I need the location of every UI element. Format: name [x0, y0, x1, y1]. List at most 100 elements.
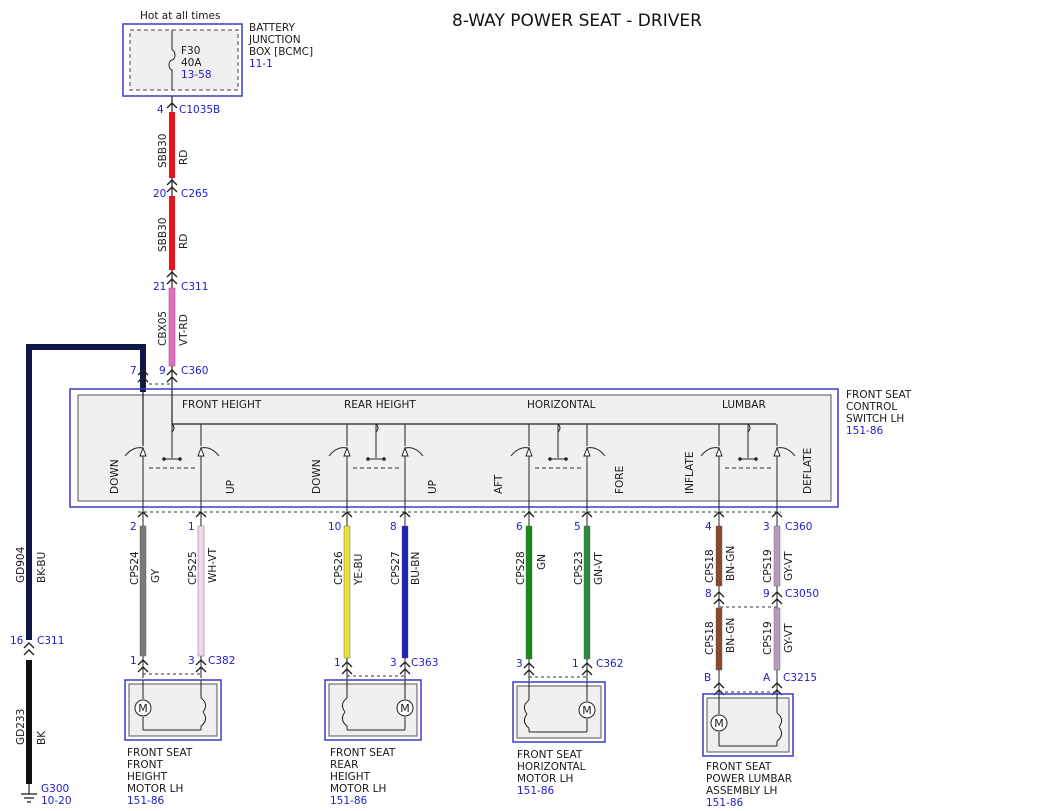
circuit-w0: CPS24: [129, 551, 141, 585]
end-pin-w5: 1: [572, 658, 579, 670]
motor-m-label: M: [400, 702, 410, 715]
c3050-label: C3050: [785, 588, 819, 600]
motor-brush: [341, 697, 348, 727]
motor-m-label: M: [582, 704, 592, 717]
wire-sbb30-upper: [169, 112, 175, 178]
c360-label-lower: C360: [785, 521, 812, 533]
switch-name-line3: SWITCH LH: [846, 413, 904, 425]
motor-brush: [200, 697, 207, 727]
dir-rear-up: UP: [427, 480, 439, 494]
c311-pin-16: 16: [10, 635, 24, 647]
dir-front-up: UP: [225, 480, 237, 494]
motor1-name-line2: FRONT: [127, 759, 163, 771]
color-w7: GY-VT: [783, 551, 795, 581]
switch-name-line2: CONTROL: [846, 401, 897, 413]
connector-chevron: [399, 668, 411, 675]
motor3-ref: 151-86: [517, 785, 555, 797]
battery-junction-box: Hot at all times F30 40A 13-58 BATTERY J…: [122, 10, 313, 97]
pin-w4: 6: [516, 521, 523, 533]
gd233-circuit: GD233: [15, 709, 27, 745]
connector-chevron: [771, 682, 783, 689]
bjb-name-line1: BATTERY: [249, 22, 295, 34]
end-pin-w3: 3: [390, 657, 397, 669]
feed-circuit: 4 C1035B SBB30 RD 20 C265 SBB30 RD 21 C3…: [130, 96, 220, 392]
motor3-name-line3: MOTOR LH: [517, 773, 573, 785]
switch-common-hook: [747, 423, 751, 433]
wire-cps18-upper: [715, 525, 723, 587]
motor2-name-line4: MOTOR LH: [330, 783, 386, 795]
motor1-name-line3: HEIGHT: [127, 771, 168, 783]
wire-cps27: [401, 525, 409, 659]
connector-chevron: [523, 662, 535, 669]
mid-pin-w6: 8: [705, 588, 712, 600]
motor-icon: [710, 714, 728, 732]
end-pin-w4: 3: [516, 658, 523, 670]
pin-w5: 5: [574, 521, 581, 533]
diagram-title: 8-WAY POWER SEAT - DRIVER: [452, 11, 702, 31]
connector-chevron: [399, 661, 411, 668]
wire-cps19-upper: [773, 525, 781, 587]
bjb-name-line3: BOX [BCMC]: [249, 46, 313, 58]
connector-chevron: [341, 668, 353, 675]
g300-ref: 10-20: [41, 795, 72, 807]
sbb30-lower-circuit: SBB30: [157, 218, 169, 252]
motor2-name-line3: HEIGHT: [330, 771, 371, 783]
dir-inflate: INFLATE: [684, 452, 696, 495]
color-w2: YE-BU: [353, 554, 365, 586]
circuit-w3: CPS27: [390, 551, 402, 585]
fuse-rating: 40A: [181, 57, 202, 69]
motor2-name-line1: FRONT SEAT: [330, 747, 396, 759]
motor4-ref: 151-86: [706, 797, 744, 809]
ground-circuit: GD904 BK-BU 16 C311 GD233 BK G300 10-20: [10, 344, 149, 807]
wire-cps19-lower: [773, 607, 781, 671]
dir-front-down: DOWN: [109, 459, 121, 494]
end-pin-w2: 1: [334, 657, 341, 669]
switch-arm: [328, 447, 348, 457]
motor-outer-box: [324, 679, 422, 741]
switch-arm: [124, 447, 144, 457]
connector-chevron: [581, 669, 593, 676]
dir-aft: AFT: [493, 474, 505, 494]
motor-outer-box: [702, 693, 794, 757]
color-w5: GN-VT: [593, 552, 605, 585]
wire-cps18-lower: [715, 607, 723, 671]
c360-pin-7: 7: [130, 365, 137, 377]
color-w6: BN-GN: [725, 546, 737, 581]
circuit-w2: CPS26: [333, 551, 345, 585]
pin-w1: 1: [188, 521, 195, 533]
wire-gd233: [26, 660, 32, 784]
c311-label-upper: C311: [181, 281, 208, 293]
motor1-name-line4: MOTOR LH: [127, 783, 183, 795]
color-w3: BU-BN: [410, 552, 422, 585]
c363-label: C363: [411, 657, 438, 669]
connector-chevron: [195, 659, 207, 666]
motor-icon: [578, 701, 596, 719]
connector-chevron: [137, 666, 149, 673]
section-lumbar: LUMBAR: [722, 399, 766, 411]
motor4-name-line2: POWER LUMBAR: [706, 773, 792, 785]
dir-deflate: DEFLATE: [802, 448, 814, 494]
connector-chevron: [137, 659, 149, 666]
circuit-w6: CPS18: [704, 549, 716, 583]
c265-label: C265: [181, 188, 208, 200]
gd233-color: BK: [36, 730, 48, 745]
switch-common-hook: [171, 423, 175, 433]
pin-w6: 4: [705, 521, 712, 533]
c360-pin-9: 9: [159, 365, 166, 377]
sbb30-upper-circuit: SBB30: [157, 134, 169, 168]
connector-chevron: [523, 669, 535, 676]
wire-cbx05: [168, 287, 176, 367]
switch-arm: [510, 447, 530, 457]
circuit-w1: CPS25: [187, 551, 199, 585]
motor4-name-line1: FRONT SEAT: [706, 761, 772, 773]
dir-fore: FORE: [614, 466, 626, 494]
bjb-ref: 11-1: [249, 58, 273, 70]
switch-arm: [404, 447, 424, 457]
switch-name-line1: FRONT SEAT: [846, 389, 912, 401]
motor-outer-box: [124, 679, 222, 741]
lumbar-lower-circuit-1: CPS18: [704, 621, 716, 655]
c1035b-pin: 4: [157, 104, 164, 116]
end-pin-w1: 3: [188, 655, 195, 667]
dir-rear-down: DOWN: [311, 459, 323, 494]
